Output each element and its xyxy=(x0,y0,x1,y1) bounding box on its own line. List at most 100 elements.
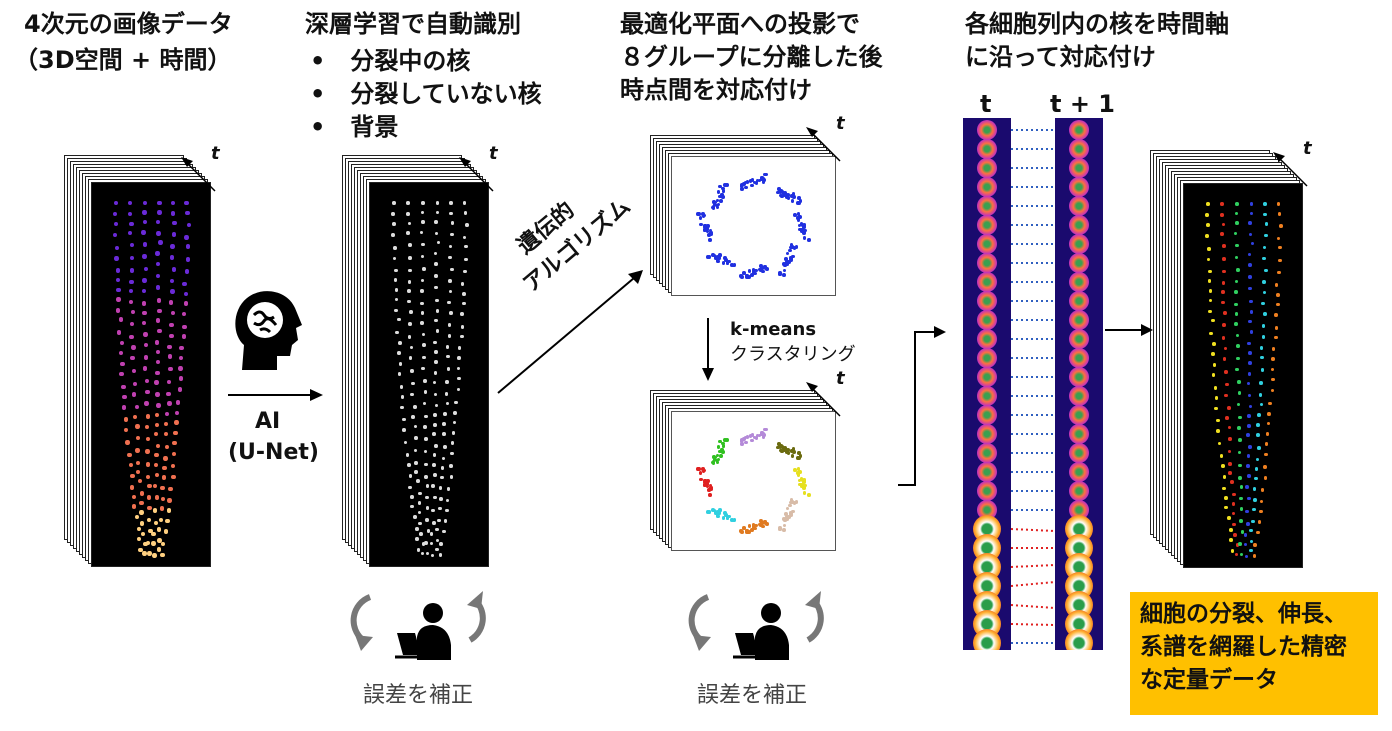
nucleus-dot xyxy=(148,528,153,534)
nucleus-dot xyxy=(757,178,762,183)
nucleus-dot xyxy=(420,254,425,259)
nucleus-dot xyxy=(1223,505,1228,510)
nucleus-dot xyxy=(174,410,180,416)
nucleus-dot xyxy=(162,465,167,471)
nucleus-dot xyxy=(1208,309,1212,314)
nucleus-dot xyxy=(712,202,717,207)
arrow-down-kmeans xyxy=(702,318,714,381)
nucleus-dot xyxy=(408,268,412,273)
nucleus-dot xyxy=(797,223,802,228)
nucleus-dot xyxy=(421,267,426,271)
nucleus-dot xyxy=(1213,386,1218,391)
nucleus-dot xyxy=(157,329,162,334)
nucleus-dot xyxy=(800,223,805,227)
nucleus-dot xyxy=(434,318,438,323)
result-line: 系譜を網羅した精密 xyxy=(1140,634,1347,660)
nucleus-dot xyxy=(431,508,435,513)
nucleus-dot xyxy=(711,206,716,211)
nucleus-dot xyxy=(1245,485,1249,489)
nucleus-dot xyxy=(464,257,468,262)
nucleus-dot xyxy=(745,530,750,535)
nucleus-dot xyxy=(782,262,786,266)
time-t-label: t xyxy=(980,90,992,118)
nucleus-dot xyxy=(178,387,183,392)
nucleus-dot xyxy=(1214,396,1219,400)
nucleus-dot xyxy=(1233,231,1238,236)
nucleus-dot xyxy=(130,310,135,315)
nucleus-dot xyxy=(709,487,713,492)
nucleus-dot xyxy=(134,404,140,409)
nucleus-dot xyxy=(718,449,723,454)
ai-model-label: (U-Net) xyxy=(228,440,319,465)
nucleus-dot xyxy=(425,484,430,489)
nucleus-dot xyxy=(1261,335,1266,340)
nucleus-dot xyxy=(720,192,724,197)
nucleus-blob xyxy=(1069,139,1089,159)
nucleus-dot xyxy=(718,184,723,189)
nucleus-dot xyxy=(1247,252,1252,257)
nucleus-dot xyxy=(754,436,759,440)
nucleus-dot xyxy=(762,519,767,524)
nucleus-dot xyxy=(753,523,758,528)
nucleus-dot xyxy=(1266,421,1271,426)
nucleus-dot xyxy=(139,510,144,515)
nucleus-dot xyxy=(131,504,136,509)
nucleus-blob xyxy=(977,196,997,216)
nucleus-dot xyxy=(443,518,448,523)
nucleus-dot xyxy=(174,420,179,425)
nucleus-dot xyxy=(1229,528,1233,532)
link-line xyxy=(1010,528,1056,532)
nucleus-dot xyxy=(422,401,427,406)
nucleus-dot xyxy=(156,231,161,236)
nucleus-dot xyxy=(410,392,414,397)
nucleus-dot xyxy=(1254,476,1258,481)
nucleus-dot xyxy=(1264,442,1269,446)
nucleus-dot xyxy=(406,201,411,205)
nucleus-dot xyxy=(797,196,801,200)
nucleus-dot xyxy=(713,510,718,514)
nucleus-dot xyxy=(1216,429,1220,433)
nucleus-dot xyxy=(1221,300,1225,305)
nucleus-dot xyxy=(758,522,762,527)
nucleus-dot xyxy=(168,300,174,305)
nucleus-dot xyxy=(172,440,177,446)
nucleus-dot xyxy=(407,463,411,467)
nucleus-dot xyxy=(789,498,794,502)
front-image xyxy=(671,156,836,296)
nucleus-dot xyxy=(1206,257,1211,262)
nucleus-dot xyxy=(396,317,401,322)
nucleus-dot xyxy=(706,224,710,229)
nucleus-dot xyxy=(1264,268,1268,273)
nucleus-dot xyxy=(1253,543,1257,547)
nucleus-dot xyxy=(786,451,791,455)
nucleus-dot xyxy=(407,299,411,304)
nucleus-blob xyxy=(977,462,997,482)
nucleus-dot xyxy=(789,500,793,505)
nucleus-dot xyxy=(1234,220,1239,225)
nucleus-dot xyxy=(761,435,766,439)
nucleus-dot xyxy=(1207,246,1211,251)
nucleus-dot xyxy=(785,506,790,511)
nucleus-dot xyxy=(435,201,440,205)
nucleus-dot xyxy=(160,496,166,501)
nucleus-dot xyxy=(1274,283,1279,287)
nucleus-dot xyxy=(782,523,787,528)
nucleus-dot xyxy=(1249,548,1254,553)
nucleus-dot xyxy=(146,517,152,523)
nucleus-dot xyxy=(1228,471,1233,475)
nucleus-dot xyxy=(1227,425,1232,430)
nucleus-dot xyxy=(439,497,443,501)
nucleus-dot xyxy=(750,272,754,277)
nucleus-dot xyxy=(158,240,163,245)
nucleus-dot xyxy=(708,483,713,488)
nucleus-dot xyxy=(170,289,175,294)
nucleus-dot xyxy=(1228,462,1232,466)
nucleus-dot xyxy=(747,524,752,528)
nucleus-dot xyxy=(1239,507,1244,511)
nucleus-dot xyxy=(452,420,457,425)
nucleus-dot xyxy=(1222,257,1227,261)
nucleus-dot xyxy=(703,479,708,483)
nucleus-dot xyxy=(135,424,140,429)
nucleus-blob xyxy=(977,139,997,159)
nucleus-dot xyxy=(1276,293,1280,298)
